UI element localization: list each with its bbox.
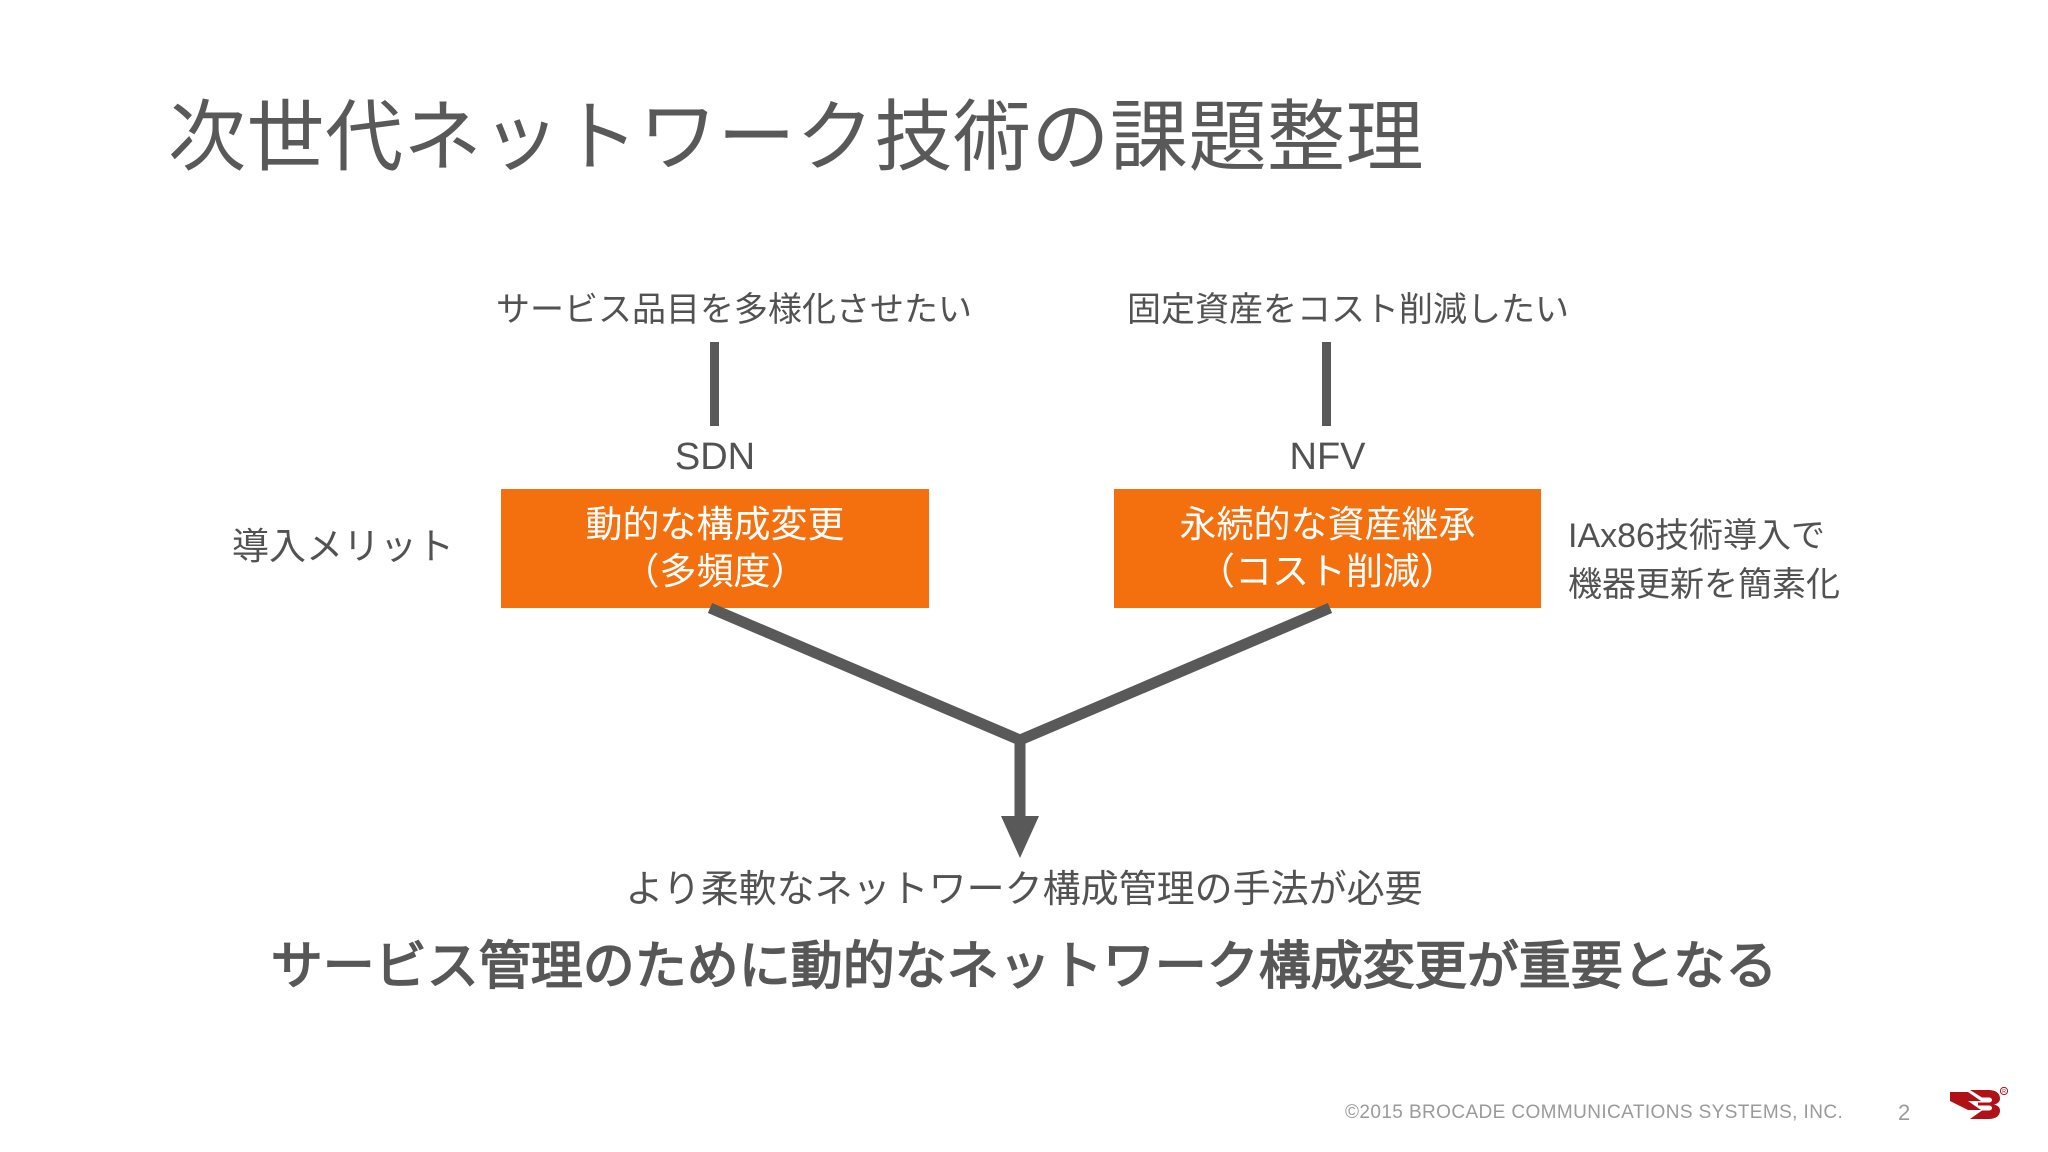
nfv-note-line2: 機器更新を簡素化 — [1568, 566, 1840, 605]
nfv-note-line1: IAx86技術導入で — [1568, 517, 1825, 555]
driver-label-left: サービス品目を多様化させたい — [496, 291, 972, 329]
connector-tick-nfv — [1322, 342, 1331, 426]
page-title: 次世代ネットワーク技術の課題整理 — [168, 93, 1425, 182]
conclusion-subtext: より柔軟なネットワーク構成管理の手法が必要 — [625, 869, 1423, 911]
merit-box-sdn-line2: （多頻度） — [622, 550, 808, 592]
connector-tick-sdn — [710, 342, 719, 426]
page-number: 2 — [1898, 1100, 1911, 1125]
driver-label-right: 固定資産をコスト削減したい — [1127, 291, 1569, 329]
merit-box-nfv-line2: （コスト削減） — [1198, 550, 1457, 592]
brocade-logo-icon: R — [1950, 1086, 2009, 1119]
tech-label-sdn: SDN — [674, 436, 756, 478]
merit-box-sdn: 動的な構成変更 （多頻度） — [501, 489, 929, 608]
nfv-note: IAx86技術導入で 機器更新を簡素化 — [1568, 512, 1840, 611]
svg-text:R: R — [2002, 1089, 2006, 1095]
conclusion-headline: サービス管理のために動的なネットワーク構成変更が重要となる — [270, 938, 1778, 996]
merit-box-sdn-line1: 動的な構成変更 — [585, 503, 845, 545]
footer-copyright: ©2015 BROCADE COMMUNICATIONS SYSTEMS, IN… — [1345, 1102, 1844, 1123]
merit-box-nfv: 永続的な資産継承 （コスト削減） — [1114, 489, 1541, 608]
merit-axis-label: 導入メリット — [232, 526, 454, 567]
tech-label-nfv: NFV — [1289, 436, 1366, 478]
merge-arrow-icon — [707, 602, 1333, 858]
merit-box-nfv-line1: 永続的な資産継承 — [1179, 503, 1476, 545]
